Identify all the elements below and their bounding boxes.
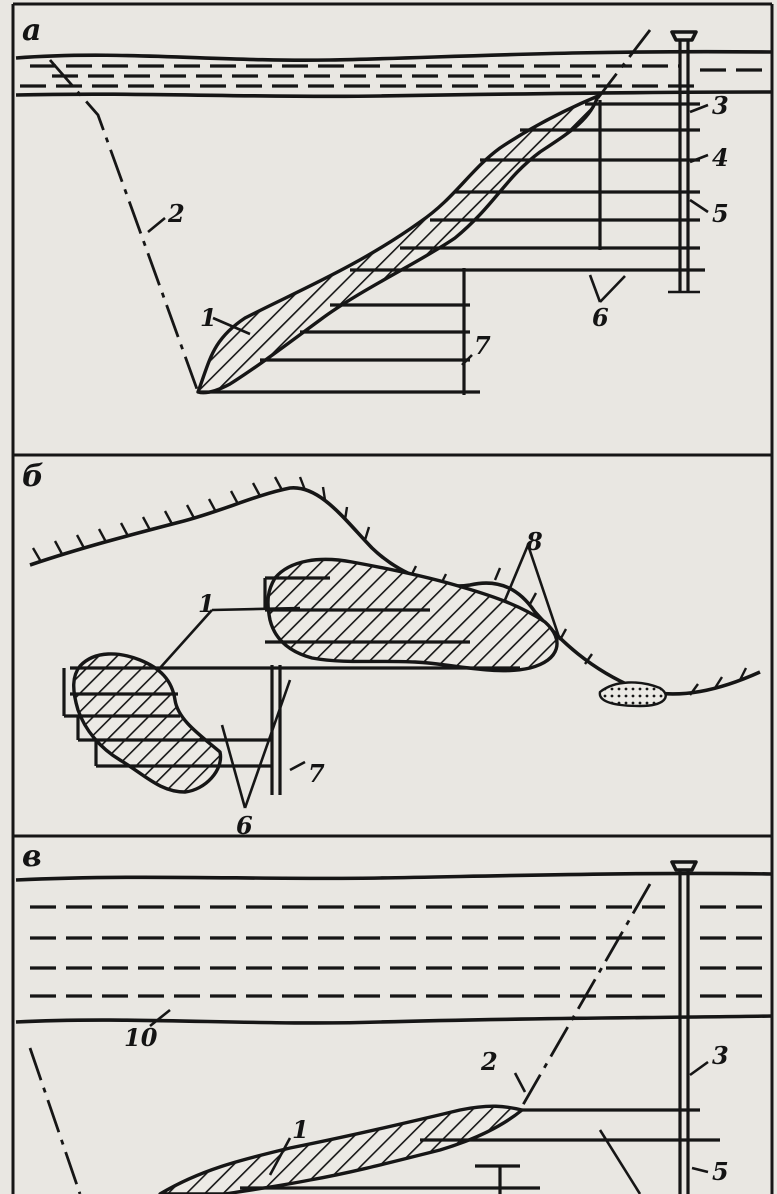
ground-surface-hatching [31,476,748,696]
lower-drifts-a [200,268,480,395]
horizontal-drifts-a [350,100,705,272]
water-bottom-c [15,1014,773,1025]
shaft-headframe-a [670,30,698,42]
panel-a: а 1 2 3 4 5 6 7 [15,13,773,395]
ore-body-c [158,1104,524,1194]
inclined-borehole-c [518,883,652,1111]
label-ore-body: 1 [200,303,217,332]
panel-c: в 1 2 3 5 10 [15,839,773,1194]
panel-label-b: б [22,459,44,494]
water-bottom-line [15,90,773,99]
panel-label-a: а [22,13,41,48]
label-borehole-c: 2 [480,1047,498,1076]
panel-label-c: в [22,839,42,874]
ore-body-b-small [72,652,223,794]
shaft-headframe-c [670,860,698,872]
label-crosscuts-b: 6 [236,811,253,840]
label-shaft: 3 [712,91,729,120]
label-crosscuts: 6 [592,303,609,332]
water-dash-lines [20,64,772,88]
label-borehole: 2 [167,199,185,228]
water-surface-line [15,49,773,63]
placer-deposit [598,681,667,708]
label-raise-b: 7 [308,759,325,788]
label-raise: 7 [474,331,491,360]
label-sump-c: 5 [712,1157,729,1186]
label-ore-bodies-b: 1 [198,589,215,618]
label-water-c: 10 [124,1023,158,1052]
workings-b-lower [62,665,282,795]
panel-b: б 1 6 7 8 [22,459,761,840]
water-dash-lines-c [30,905,772,998]
inclined-borehole-axis [48,59,200,393]
borehole-axis-left-c [28,1047,82,1194]
drifts-c [240,1108,720,1194]
label-outcrops-b: 8 [525,527,543,556]
label-shaft-c: 3 [712,1041,729,1070]
label-sump: 5 [712,199,729,228]
borehole-axis-upper [596,29,652,99]
label-drift: 4 [712,143,729,172]
water-surface-c [15,871,773,882]
label-ore-body-c: 1 [292,1115,309,1144]
workings-b-upper [70,576,520,670]
